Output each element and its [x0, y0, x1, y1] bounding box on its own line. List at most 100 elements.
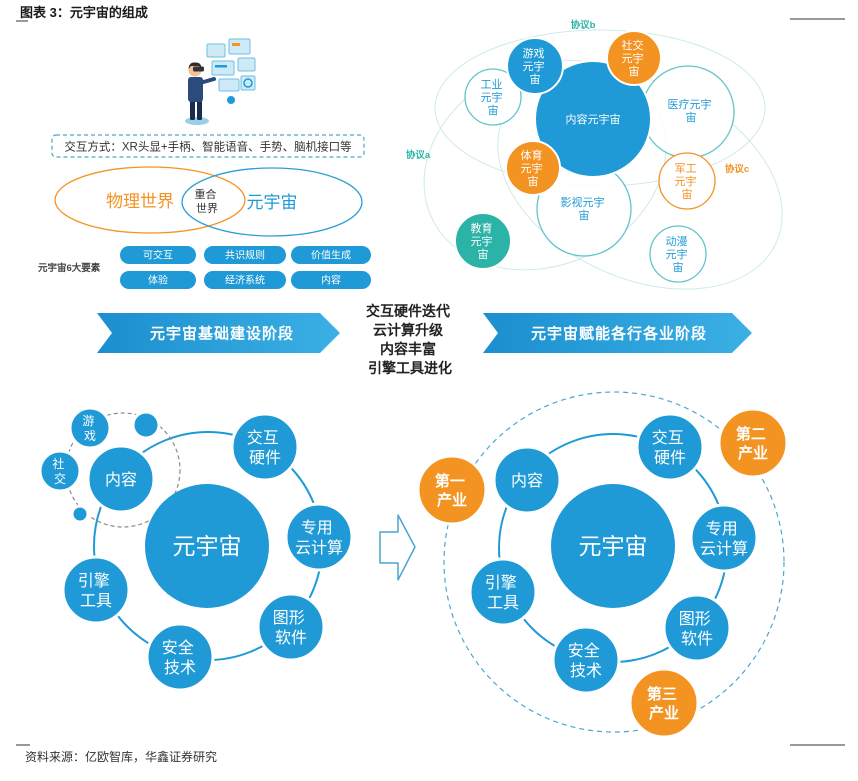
engine-tools-node	[468, 557, 538, 627]
label-line: 图形	[273, 609, 305, 627]
physical-world-label: 物理世界	[106, 192, 174, 211]
engine-tools-label: 引擎 工具	[78, 572, 114, 610]
label-line: 第二	[736, 425, 766, 443]
graphics-software-label: 图形 软件	[273, 609, 309, 647]
label-line: 引擎	[78, 572, 110, 590]
dedicated-cloud-node	[689, 503, 759, 573]
label-line: 社	[52, 456, 64, 471]
label-line: 专用	[301, 519, 333, 537]
label-line: 世界	[196, 202, 218, 215]
label-line: 元宇	[520, 162, 542, 175]
label-line: 硬件	[249, 449, 281, 467]
screen-bar	[232, 43, 240, 46]
element-pill-experience	[120, 271, 196, 289]
label-line: 宙	[488, 103, 499, 117]
industry-metaverse-label: 工业 元宇 宙	[480, 78, 505, 117]
metaverse-ellipse	[181, 167, 363, 237]
small-content-dot	[131, 410, 161, 440]
label-line: 产业	[738, 444, 768, 462]
game-node-label: 游 戏	[82, 414, 97, 443]
transition-arrow-icon	[379, 514, 416, 581]
element-pill-label: 体验	[148, 274, 168, 287]
driver-line: 引擎工具进化	[368, 360, 452, 376]
driver-line: 云计算升级	[373, 322, 444, 338]
engine-tools-node	[61, 555, 131, 625]
label-line: 云计算	[295, 538, 343, 557]
label-line: 硬件	[654, 449, 686, 467]
label-line: 宙	[579, 208, 590, 222]
metaverse-core-circle	[551, 484, 675, 608]
social-metaverse-label: 社交 元宇 宙	[621, 38, 646, 78]
screen-dial	[227, 96, 235, 104]
infrastructure-stage-banner	[97, 313, 340, 353]
label-line: 宙	[629, 64, 640, 78]
content-node	[86, 444, 156, 514]
graphics-software-label: 图形 软件	[679, 610, 715, 648]
dedicated-cloud-label: 专用 云计算	[295, 519, 343, 557]
label-line: 技术	[164, 659, 196, 677]
label-line: 产业	[649, 704, 679, 722]
content-metaverse-label: 内容元宇宙	[566, 112, 621, 126]
game-node	[68, 406, 112, 450]
floating-screen	[228, 38, 251, 55]
label-line: 软件	[275, 629, 307, 647]
film-metaverse-label: 影视元宇 宙	[560, 195, 607, 222]
label-line: 医疗元宇	[667, 97, 711, 111]
element-pill-label: 内容	[321, 274, 341, 287]
label-line: 第三	[647, 685, 677, 703]
label-line: 工具	[487, 595, 519, 612]
label-line: 元宇	[665, 248, 687, 261]
interaction-hardware-label: 交互 硬件	[652, 429, 688, 467]
interaction-mode-box	[51, 134, 365, 158]
secondary-industry-node	[717, 407, 789, 479]
label-line: 元宇	[621, 52, 643, 65]
game-metaverse-label: 游戏 元宇 宙	[522, 47, 547, 86]
interaction-hardware-node	[635, 412, 705, 482]
metaverse-core-circle	[145, 484, 269, 608]
label-line: 图形	[679, 610, 711, 628]
education-metaverse-label: 教育 元宇 宙	[470, 221, 495, 261]
label-line: 第一	[435, 472, 465, 490]
label-line: 工具	[80, 593, 112, 610]
protocol-c-label: 协议c	[725, 163, 749, 175]
content-node-label: 内容	[105, 471, 137, 489]
element-pill-economy	[204, 271, 286, 289]
education-metaverse-circle	[454, 212, 512, 270]
label-line: 专用	[706, 520, 738, 538]
animation-metaverse-label: 动漫 元宇 宙	[665, 234, 690, 274]
label-line: 交	[54, 471, 66, 486]
label-line: 重合	[194, 187, 216, 201]
label-line: 引擎	[485, 574, 517, 592]
protocol-b-label: 协议b	[571, 19, 596, 31]
content-metaverse-circle	[534, 60, 652, 178]
infrastructure-stage-label: 元宇宙基础建设阶段	[150, 325, 294, 343]
floating-screen	[237, 57, 256, 72]
military-metaverse-circle	[658, 152, 716, 210]
social-metaverse-circle	[606, 30, 662, 86]
primary-industry-node	[416, 454, 488, 526]
tertiary-industry-node	[628, 667, 700, 739]
label-line: 教育	[470, 221, 492, 235]
primary-industry-label: 第一 产业	[435, 472, 469, 509]
label-line: 交互	[247, 429, 279, 447]
driver-line: 交互硬件迭代	[366, 303, 450, 319]
label-line: 宙	[530, 72, 541, 86]
security-tech-node	[145, 622, 215, 692]
sports-metaverse-label: 体育 元宇 宙	[520, 148, 545, 188]
person-leg	[197, 99, 202, 120]
security-tech-label: 安全 技术	[568, 642, 604, 680]
metaverse-label: 元宇宙	[247, 193, 298, 212]
label-line: 元宇	[470, 235, 492, 248]
label-line: 元宇	[674, 175, 696, 188]
vr-user-illustration	[185, 38, 256, 125]
label-line: 技术	[570, 662, 602, 680]
person-arm	[198, 77, 216, 85]
element-pill-content	[291, 271, 371, 289]
label-line: 元宇	[480, 91, 502, 104]
label-line: 云计算	[700, 539, 748, 558]
source-note: 资料来源：亿欧智库，华鑫证券研究	[25, 749, 217, 764]
social-node-label: 社 交	[52, 456, 67, 486]
screen-bar	[215, 65, 227, 68]
